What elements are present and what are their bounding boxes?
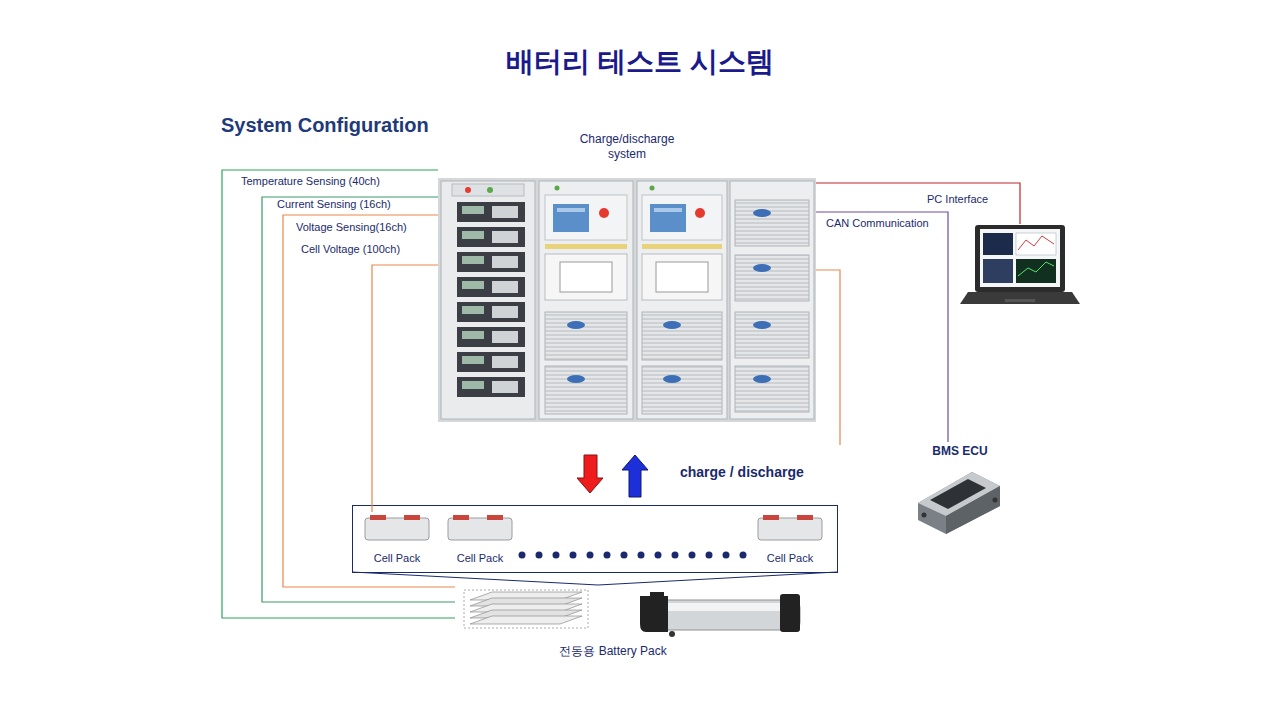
group-box [353, 506, 838, 573]
node-heading: Cell Pack [362, 552, 432, 566]
cell-pack: Cell Pack [755, 512, 825, 566]
ellipsis-dots [519, 552, 747, 559]
lead-line [816, 270, 840, 445]
section-heading: System Configuration [221, 113, 429, 138]
cell-pack-illustration [365, 515, 822, 540]
node-heading: Cell Pack [755, 552, 825, 566]
node-heading: Cell Pack [445, 552, 515, 566]
signal-line [222, 170, 455, 618]
signal-line [372, 265, 438, 512]
flow-label: charge / discharge [680, 464, 804, 482]
battery-pack: 전동용 Battery Pack [455, 585, 807, 661]
ecu-illustration [918, 472, 1000, 534]
line-label: Voltage Sensing(16ch) [296, 221, 407, 235]
line-label: CAN Communication [826, 217, 929, 231]
funnel-bracket [352, 572, 837, 585]
line-label: Temperature Sensing (40ch) [241, 175, 380, 189]
bms-ecu: BMS ECU [915, 442, 1005, 534]
line-label: Current Sensing (16ch) [277, 198, 391, 212]
signal-line [262, 197, 455, 602]
pc-laptop: PC Interface [960, 224, 1082, 306]
laptop-illustration [960, 225, 1080, 304]
node-heading: Charge/discharge system [562, 132, 692, 162]
signal-line [283, 215, 455, 587]
node-heading: 전동용 Battery Pack [455, 644, 771, 659]
equipment-rack: Charge/discharge system [438, 130, 816, 422]
line-label: Cell Voltage (100ch) [301, 243, 400, 257]
node-heading: PC Interface [927, 193, 1017, 207]
signal-line [816, 212, 948, 442]
battery-cells-illustration [464, 590, 588, 628]
rack-illustration [438, 178, 816, 422]
cell-pack: Cell Pack [362, 512, 432, 566]
charge-arrows [577, 455, 648, 497]
page-title: 배터리 테스트 시스템 [0, 44, 1280, 79]
cell-pack: Cell Pack [445, 512, 515, 566]
node-heading: BMS ECU [915, 444, 1005, 459]
battery-pack-illustration [640, 592, 800, 637]
